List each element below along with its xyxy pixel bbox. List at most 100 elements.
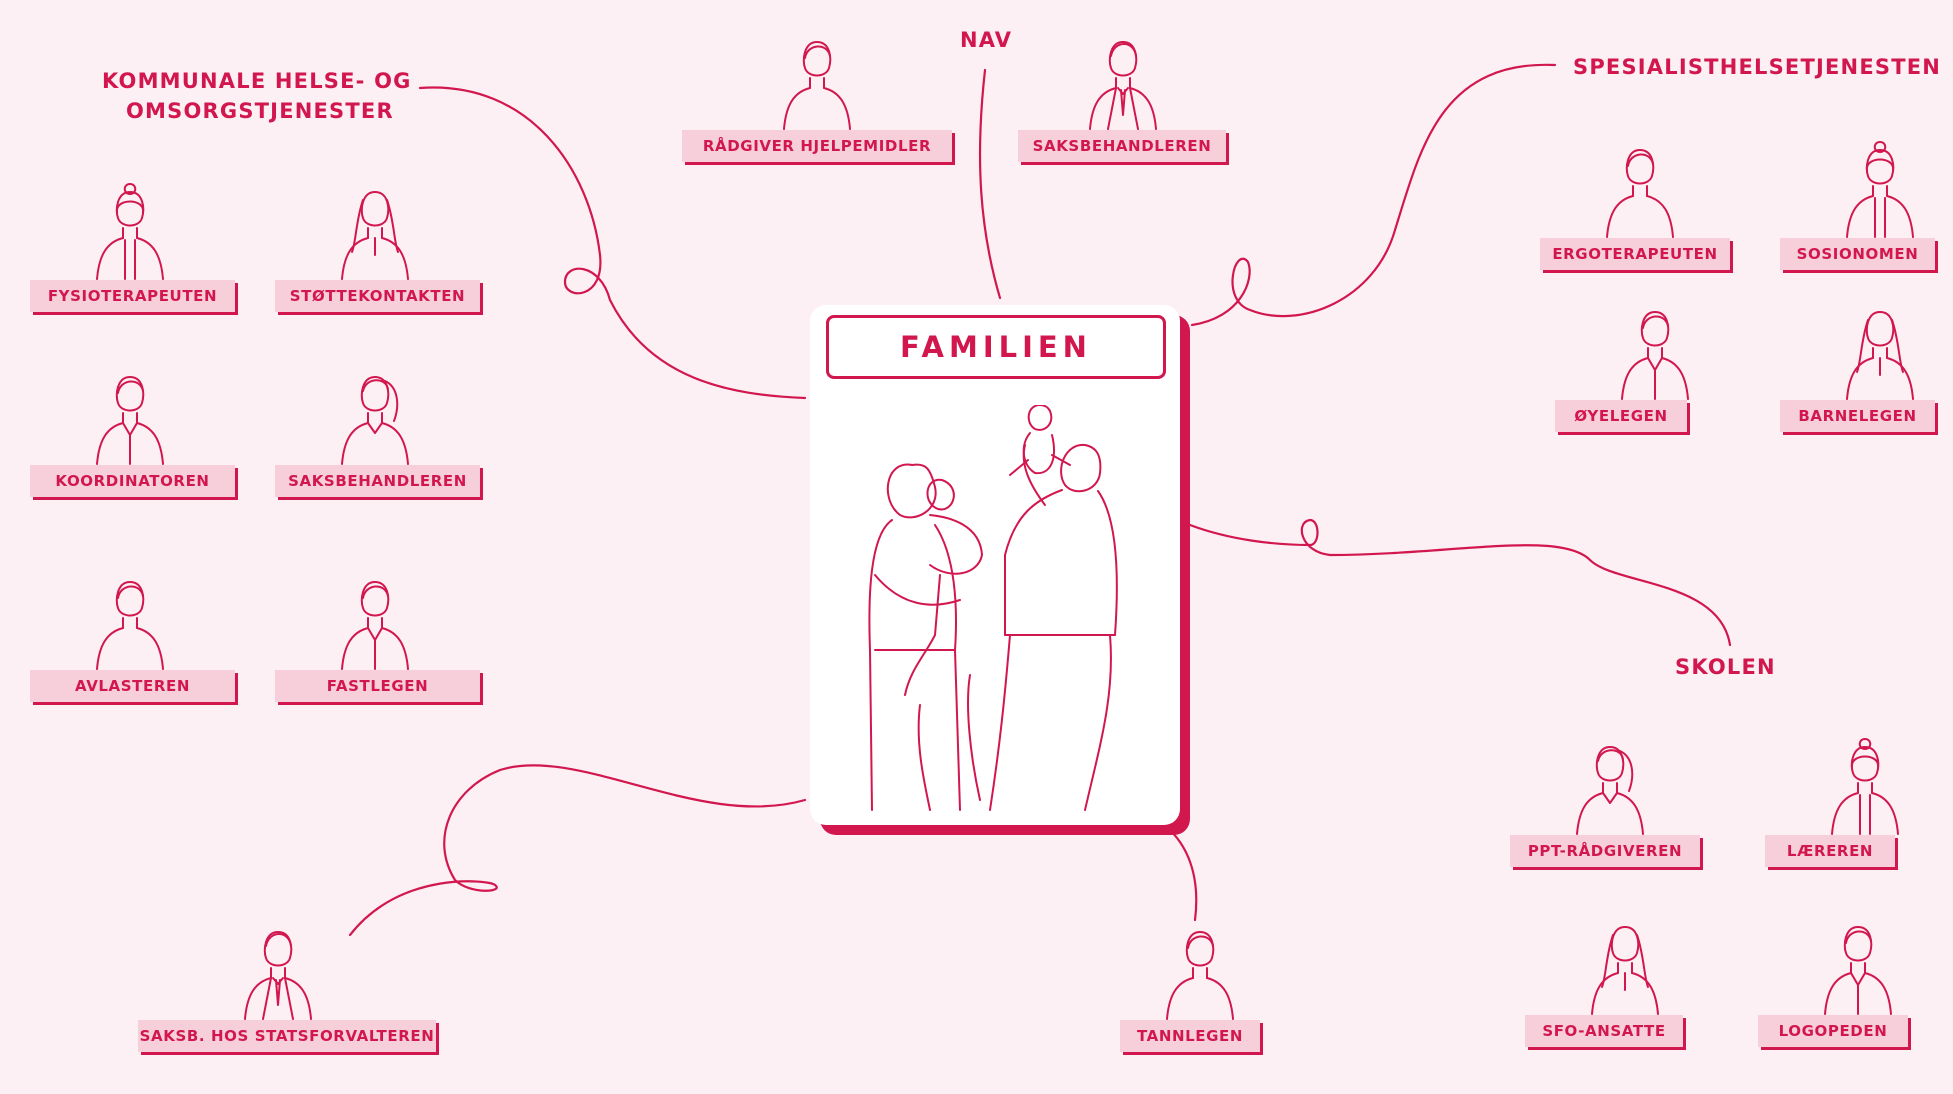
woman-long-hair-figure-icon bbox=[341, 191, 409, 280]
group-title-spesialist: SPESIALISTHELSETJENESTEN bbox=[1573, 55, 1942, 79]
figure-stroke bbox=[1850, 972, 1866, 986]
figure-stroke bbox=[1602, 782, 1618, 794]
role-label: FASTLEGEN bbox=[275, 670, 480, 702]
figure-stroke bbox=[96, 627, 124, 670]
figure-stroke bbox=[1872, 347, 1888, 359]
group-title-kommunale: KOMMUNALE HELSE- OG OMSORGSTJENESTER bbox=[102, 66, 412, 126]
role-label: SAKSB. HOS STATSFORVALTEREN bbox=[138, 1020, 436, 1052]
role-label: KOORDINATOREN bbox=[30, 465, 235, 497]
figure-stroke bbox=[122, 227, 138, 239]
figure-stroke bbox=[1632, 185, 1648, 197]
role-label: RÅDGIVER HJELPEMIDLER bbox=[682, 130, 952, 162]
man-figure-icon bbox=[1606, 149, 1674, 238]
figure-stroke bbox=[1831, 792, 1859, 835]
figure-stroke bbox=[1619, 750, 1634, 792]
figure-stroke bbox=[1824, 972, 1852, 1015]
man-collar-figure-icon bbox=[341, 581, 409, 670]
figure-stroke bbox=[1845, 930, 1872, 944]
figure-stroke bbox=[1627, 153, 1654, 167]
woman-ponytail-figure-icon bbox=[341, 376, 409, 465]
figure-stroke bbox=[265, 933, 292, 947]
family-illustration bbox=[868, 405, 1118, 811]
woman-bun-figure-icon bbox=[1846, 141, 1914, 238]
role-ppt-radgiveren: PPT-RÅDGIVEREN bbox=[1510, 735, 1710, 885]
figure-stroke bbox=[367, 412, 383, 424]
role-ergoterapeuten: ERGOTERAPEUTEN bbox=[1540, 138, 1740, 288]
figure-stroke bbox=[272, 977, 284, 985]
figure-stroke bbox=[367, 627, 383, 641]
figure-stroke bbox=[1631, 972, 1659, 1015]
role-label: TANNLEGEN bbox=[1120, 1020, 1260, 1052]
man-suit-tie-figure-icon bbox=[244, 931, 312, 1020]
figure-stroke bbox=[804, 45, 831, 59]
figure-stroke bbox=[1192, 967, 1208, 979]
figure-stroke bbox=[1187, 935, 1214, 949]
figure-stroke bbox=[362, 379, 389, 392]
role-oyelegen: ØYELEGEN bbox=[1555, 300, 1755, 450]
figure-stroke bbox=[367, 227, 383, 239]
figure-stroke bbox=[1606, 195, 1634, 238]
figure-stroke bbox=[115, 191, 145, 227]
figure-stroke bbox=[1647, 347, 1663, 359]
figure-stroke bbox=[1871, 792, 1899, 835]
family-title: FAMILIEN bbox=[826, 315, 1166, 379]
role-fysioterapeuten: FYSIOTERAPEUTEN bbox=[30, 180, 235, 330]
figure-stroke bbox=[1859, 794, 1871, 835]
figure-stroke bbox=[284, 977, 312, 1020]
figure-stroke bbox=[262, 977, 294, 1020]
man-collar-figure-icon bbox=[1621, 311, 1689, 400]
role-label: ØYELEGEN bbox=[1555, 400, 1687, 432]
figure-stroke bbox=[1872, 185, 1888, 197]
figure-stroke bbox=[1886, 357, 1914, 400]
role-radgiver-hjelpemidler: RÅDGIVER HJELPEMIDLER bbox=[682, 30, 952, 180]
figure-stroke bbox=[1866, 158, 1894, 171]
figure-stroke bbox=[1166, 977, 1194, 1020]
figure-stroke bbox=[1864, 972, 1892, 1015]
connector-skolen bbox=[1188, 518, 1732, 647]
figure-stroke bbox=[1117, 87, 1129, 95]
figure-stroke bbox=[136, 627, 164, 670]
man-figure-icon bbox=[96, 581, 164, 670]
figure-stroke bbox=[823, 87, 851, 130]
role-label: AVLASTEREN bbox=[30, 670, 235, 702]
role-saksbehandleren-kommune: SAKSBEHANDLEREN bbox=[275, 365, 480, 515]
figure-stroke bbox=[1115, 77, 1131, 89]
role-sfo-ansatte: SFO-ANSATTE bbox=[1525, 915, 1725, 1065]
role-saksbehandleren-nav: SAKSBEHANDLEREN bbox=[1018, 30, 1226, 180]
figure-stroke bbox=[1129, 87, 1157, 130]
role-label: SAKSBEHANDLEREN bbox=[1018, 130, 1226, 162]
figure-stroke bbox=[1597, 749, 1624, 762]
role-label: SFO-ANSATTE bbox=[1525, 1015, 1683, 1047]
figure-stroke bbox=[1110, 43, 1137, 57]
role-koordinatoren: KOORDINATOREN bbox=[30, 365, 235, 515]
figure-stroke bbox=[1874, 197, 1886, 238]
figure-stroke bbox=[1610, 926, 1640, 962]
figure-stroke bbox=[1601, 934, 1614, 988]
figure-stroke bbox=[367, 617, 383, 629]
figure-stroke bbox=[1646, 195, 1674, 238]
role-stottekontakten: STØTTEKONTAKTEN bbox=[275, 180, 480, 330]
figure-stroke bbox=[1107, 87, 1139, 130]
figure-stroke bbox=[124, 239, 136, 280]
figure-stroke bbox=[341, 422, 369, 465]
figure-stroke bbox=[341, 627, 369, 670]
woman-long-hair-figure-icon bbox=[1846, 311, 1914, 400]
connector-kommunale bbox=[418, 86, 807, 400]
figure-stroke bbox=[270, 967, 286, 979]
figure-stroke bbox=[1616, 792, 1644, 835]
role-label: BARNELEGEN bbox=[1780, 400, 1935, 432]
figure-stroke bbox=[386, 199, 399, 253]
figure-stroke bbox=[1617, 962, 1633, 974]
role-label: SOSIONOMEN bbox=[1780, 238, 1935, 270]
figure-stroke bbox=[122, 617, 138, 629]
figure-stroke bbox=[1858, 738, 1872, 750]
figure-stroke bbox=[1886, 195, 1914, 238]
figure-stroke bbox=[1089, 87, 1117, 130]
connector-statsforvalter bbox=[348, 764, 807, 937]
role-saksb-statsforvalteren: SAKSB. HOS STATSFORVALTEREN bbox=[138, 920, 436, 1070]
role-label: ERGOTERAPEUTEN bbox=[1540, 238, 1730, 270]
figure-stroke bbox=[1647, 357, 1663, 371]
role-tannlegen: TANNLEGEN bbox=[1120, 920, 1320, 1070]
man-figure-icon bbox=[1166, 931, 1234, 1020]
group-title-kommunale-line-1: KOMMUNALE HELSE- OG bbox=[102, 69, 412, 93]
